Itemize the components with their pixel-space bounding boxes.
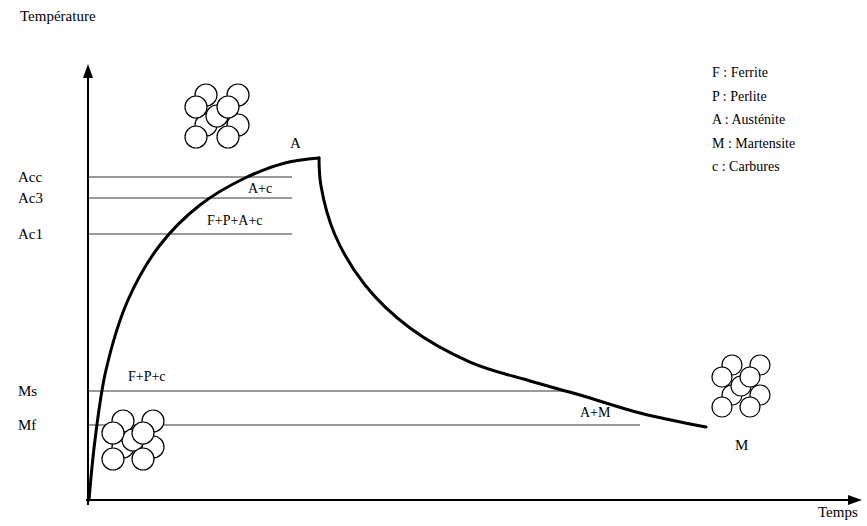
legend-entry: M : Martensite bbox=[712, 137, 795, 151]
temperature-mark: Ac1 bbox=[18, 227, 43, 242]
ms-line bbox=[88, 391, 566, 392]
acc-line bbox=[88, 177, 292, 178]
temperature-mark: Mf bbox=[18, 418, 36, 433]
phase-label: A bbox=[290, 136, 301, 151]
atom-circle bbox=[185, 96, 207, 118]
x-axis-arrow bbox=[848, 495, 862, 505]
axis-title: Temps bbox=[818, 505, 858, 520]
legend-entry: F : Ferrite bbox=[712, 66, 768, 80]
temperature-curve bbox=[89, 158, 319, 500]
legend-entry: A : Austénite bbox=[712, 113, 785, 127]
atom-circle bbox=[132, 448, 154, 470]
atom-circle bbox=[740, 367, 760, 387]
phase-label: M bbox=[735, 438, 748, 453]
legend-entry: P : Perlite bbox=[712, 90, 767, 104]
temperature-mark: Ms bbox=[18, 384, 37, 399]
atom-circle bbox=[102, 422, 124, 444]
temperature-mark: Acc bbox=[18, 170, 42, 185]
legend-entry: c : Carbures bbox=[712, 160, 780, 174]
phase-label: A+M bbox=[580, 406, 610, 420]
x-axis bbox=[86, 499, 852, 501]
y-axis bbox=[87, 76, 89, 505]
curve-layer bbox=[89, 158, 706, 500]
atom-circle bbox=[712, 397, 732, 417]
phase-label: F+P+c bbox=[128, 370, 166, 384]
phase-label: A+c bbox=[248, 182, 272, 196]
atom-circle bbox=[185, 126, 207, 148]
axes bbox=[83, 64, 862, 505]
atom-circle bbox=[740, 397, 760, 417]
atom-circle bbox=[217, 126, 239, 148]
atom-layer bbox=[102, 84, 770, 470]
atom-circle bbox=[102, 448, 124, 470]
temperature-mark: Ac3 bbox=[18, 191, 43, 206]
atom-circle bbox=[132, 422, 154, 444]
ac3-line bbox=[88, 198, 292, 199]
phase-label: F+P+A+c bbox=[207, 214, 263, 228]
temperature-curve bbox=[319, 158, 706, 427]
atom-circle bbox=[217, 96, 239, 118]
mf-line bbox=[88, 425, 640, 426]
atom-circle bbox=[712, 367, 732, 387]
y-axis-arrow bbox=[83, 64, 93, 78]
axis-title: Température bbox=[20, 9, 96, 24]
ac1-line bbox=[88, 234, 292, 235]
